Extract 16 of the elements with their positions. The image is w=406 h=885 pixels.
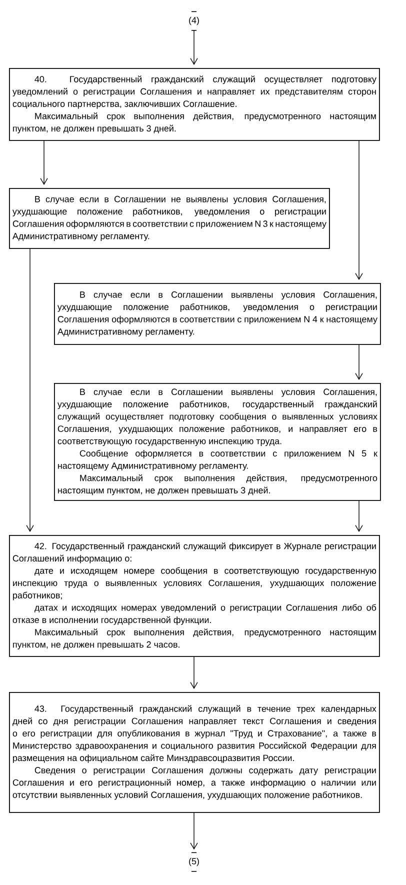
- arrow: [190, 656, 198, 689]
- arrow: [190, 812, 198, 850]
- process-box: 40. Государственный гражданский служащий осуществляет подготовку уведомлений о регистрации Соглашения и направляет их представителям сторон социального партнерства, заключивших Соглашение. Максимальный срок выполнения действия, предусмотренного настоящим пунктом, не должен превышать 3 дней.: [9, 68, 380, 141]
- connector-label: (5): [189, 858, 199, 866]
- connector-label: (4): [189, 16, 199, 26]
- arrow: [40, 140, 48, 185]
- arrow: [26, 248, 34, 532]
- process-box: 43. Государственный гражданский служащий в течение трех календарных дней со дня регистрации Соглашения направляет текст Соглашения и сведения о его регистрации для опубликования в журнал "Труд и Страхование", а также в Министерство здравоохранения и социального развития Российской Федерации для размещения на официальном сайте Минздравсоцразвития России. Сведения о регистрации Соглашения должны содержать дату регистрации Соглашения и его регистрационный номер, а также информацию о наличии или отсутствии выявленных условий Соглашения, ухудшающих положение работников.: [9, 692, 380, 813]
- process-box: В случае если в Соглашении выявлены условия Соглашения, ухудшающие положение работников, уведомления о регистрации Соглашения оформляются в соответствии с приложением N 4 к настоящему Административному регламенту.: [54, 283, 381, 345]
- process-box: 42. Государственный гражданский служащий фиксирует в Журнале регистрации Соглашений информацию о: дате и исходящем номере сообщения в соответствующую государственную инспекцию труда о выявленных условиях Соглашения, ухудшающих положение работников; датах и исходящих номерах уведомлений о регистрации Соглашения либо об отказе в исполнении государственной функции. Максимальный срок выполнения действия, предусмотренного настоящим пунктом, не должен превышать 2 часов.: [9, 535, 380, 657]
- process-box: В случае если в Соглашении выявлены условия Соглашения, ухудшающие положение работников, государственный гражданский служащий осуществляет подготовку сообщения о выявленных условиях Соглашения, ухудшающих положение работников, и направляет его в соответствующую государственную инспекцию труда. Сообщение оформляется в соответствии с приложением N 5 к настоящему Административному регламенту. Максимальный срок выполнения действия, предусмотренного настоящим пунктом, не должен превышать 3 дней.: [54, 383, 381, 501]
- arrow: [190, 30, 198, 65]
- arrow: [355, 344, 363, 380]
- arrow: [355, 140, 363, 280]
- process-box: В случае если в Соглашении не выявлены условия Соглашения, ухудшающие положение работников, уведомления о регистрации Соглашения оформляются в соответствии с приложением N 3 к настоящему Административному регламенту.: [9, 188, 330, 249]
- arrow: [355, 500, 363, 532]
